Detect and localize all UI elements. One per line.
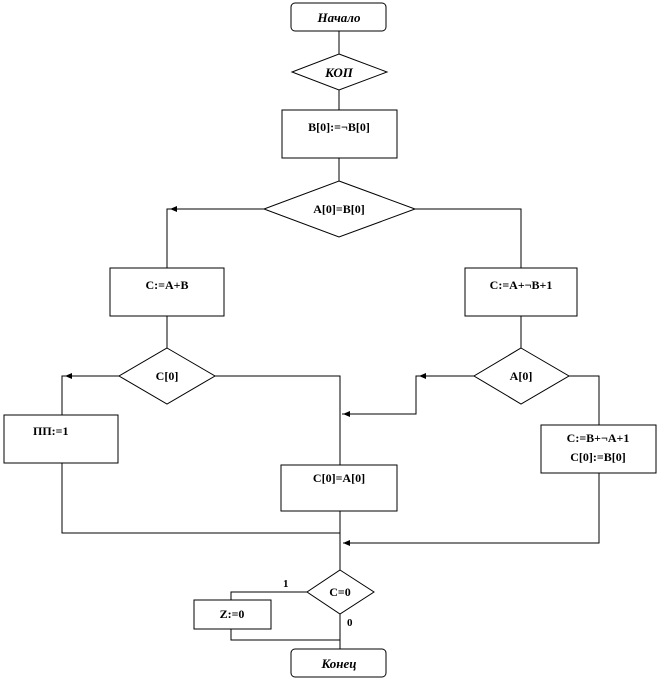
edge-sub2-merge	[343, 473, 600, 544]
add-box	[109, 267, 225, 317]
check-a0-label: A[0]	[510, 369, 533, 383]
node-compare-signs: A[0]=B[0]	[262, 180, 417, 238]
edge-c0-overflow	[61, 375, 119, 415]
node-start: Начало	[290, 2, 387, 32]
edge-compare-right	[415, 208, 522, 268]
check-zero-decision	[306, 569, 375, 615]
edge-label-zero-no: 0	[347, 617, 353, 629]
sub-a-minus-b-label: C:=A+¬B+1	[490, 278, 553, 292]
edge-label-zero-yes: 1	[283, 578, 289, 590]
node-check-zero: C=0	[306, 569, 375, 615]
assign-c0-a0-box	[280, 464, 398, 512]
check-c0-decision	[118, 347, 216, 405]
node-check-a0: A[0]	[473, 347, 570, 405]
edge-a0-right	[569, 375, 600, 425]
kop-decision	[290, 53, 389, 91]
node-overflow: ПП:=1	[3, 414, 119, 464]
sub-b-minus-a-box	[540, 424, 657, 474]
connectors	[61, 31, 600, 649]
compare-signs-label: A[0]=B[0]	[313, 202, 365, 216]
overflow-box	[3, 414, 119, 464]
invert-b0-label: B[0]:=¬B[0]	[308, 120, 370, 134]
set-z-box	[193, 599, 272, 630]
check-a0-decision	[473, 347, 570, 405]
edge-c0-assign	[215, 375, 341, 465]
node-check-c0: C[0]	[118, 347, 216, 405]
assign-c0-a0-label: C[0]=A[0]	[313, 471, 365, 485]
node-invert-b0: B[0]:=¬B[0]	[281, 109, 398, 159]
node-sub-b-minus-a: C:=B+¬A+1 C[0]:=B[0]	[540, 424, 657, 474]
node-sub-a-minus-b: C:=A+¬B+1	[464, 267, 578, 317]
sub-b-minus-a-line2: C[0]:=B[0]	[570, 450, 626, 464]
overflow-label: ПП:=1	[33, 424, 69, 438]
set-z-label: Z:=0	[220, 607, 245, 621]
node-add: C:=A+B	[109, 267, 225, 317]
edge-a0-left	[342, 375, 474, 415]
sub-a-minus-b-box	[464, 267, 578, 317]
edge-overflow-merge	[61, 463, 340, 534]
node-end: Конец	[290, 648, 387, 678]
node-set-z: Z:=0	[193, 599, 272, 630]
invert-b0-box	[281, 109, 398, 159]
kop-label: КОП	[324, 65, 354, 80]
start-terminal	[290, 2, 387, 32]
edge-compare-left	[166, 208, 264, 268]
end-terminal	[290, 648, 387, 678]
check-zero-label: C=0	[329, 585, 351, 599]
check-c0-label: C[0]	[156, 369, 179, 383]
add-label: C:=A+B	[145, 278, 188, 292]
start-label: Начало	[317, 10, 361, 25]
compare-signs-decision	[262, 180, 417, 238]
end-label: Конец	[320, 656, 356, 671]
node-kop: КОП	[290, 53, 389, 91]
sub-b-minus-a-line1: C:=B+¬A+1	[567, 431, 630, 445]
node-assign-c0-a0: C[0]=A[0]	[280, 464, 398, 512]
